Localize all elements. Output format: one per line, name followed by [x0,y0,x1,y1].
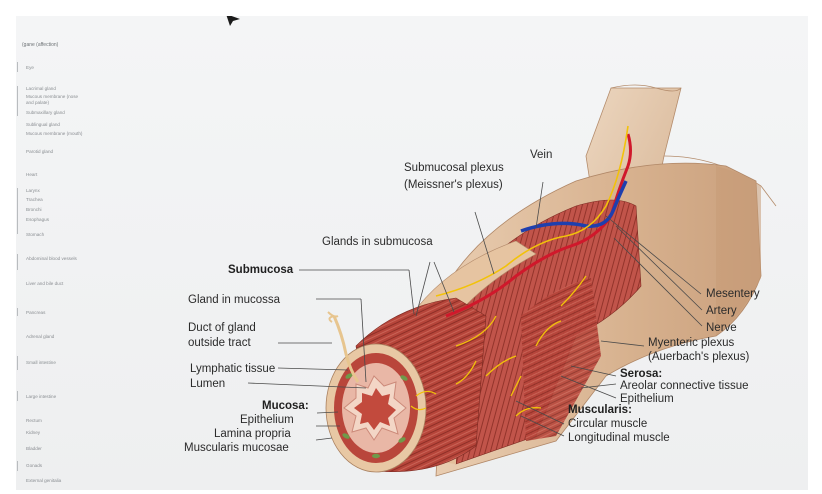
label-submucosal-plexus: Submucosal plexus [404,162,504,174]
label-duct-of-gland: Duct of gland [188,322,256,334]
label-muscularis-mucosae: Muscularis mucosae [184,442,289,454]
label-artery: Artery [706,305,737,317]
label-muscularis-heading: Muscularis: [568,404,632,416]
label-mucosa-epithelium: Epithelium [240,414,294,426]
label-lamina-propria: Lamina propria [214,428,291,440]
label-submucosa: Submucosa [228,264,294,276]
label-glands-in-submucosa: Glands in submucosa [322,236,433,248]
label-mesentery: Mesentery [706,288,760,300]
label-longitudinal-muscle: Longitudinal muscle [568,432,670,444]
label-myenteric-plexus: Myenteric plexus [648,337,735,349]
label-outside-tract: outside tract [188,337,251,349]
intestine-cross-section: Vein Submucosal plexus (Meissner's plexu… [16,16,808,490]
label-nerve: Nerve [706,322,737,334]
cut-face [326,344,426,472]
label-auerbach-plexus: (Auerbach's plexus) [648,351,749,363]
label-lumen: Lumen [190,378,225,390]
label-lymphatic-tissue: Lymphatic tissue [190,363,275,375]
label-meissner-plexus: (Meissner's plexus) [404,179,503,191]
label-mucosa-heading: Mucosa: [262,400,309,412]
diagram-canvas: (gane (affection) Eye Lacrimal gland Muc… [16,16,808,490]
label-gland-in-mucosa: Gland in mucossa [188,294,281,306]
label-serosa-heading: Serosa: [620,368,662,380]
lymphatic-nodule [372,454,380,458]
label-areolar-connective-tissue: Areolar connective tissue [620,380,748,392]
label-vein: Vein [530,149,552,161]
label-circular-muscle: Circular muscle [568,418,647,430]
